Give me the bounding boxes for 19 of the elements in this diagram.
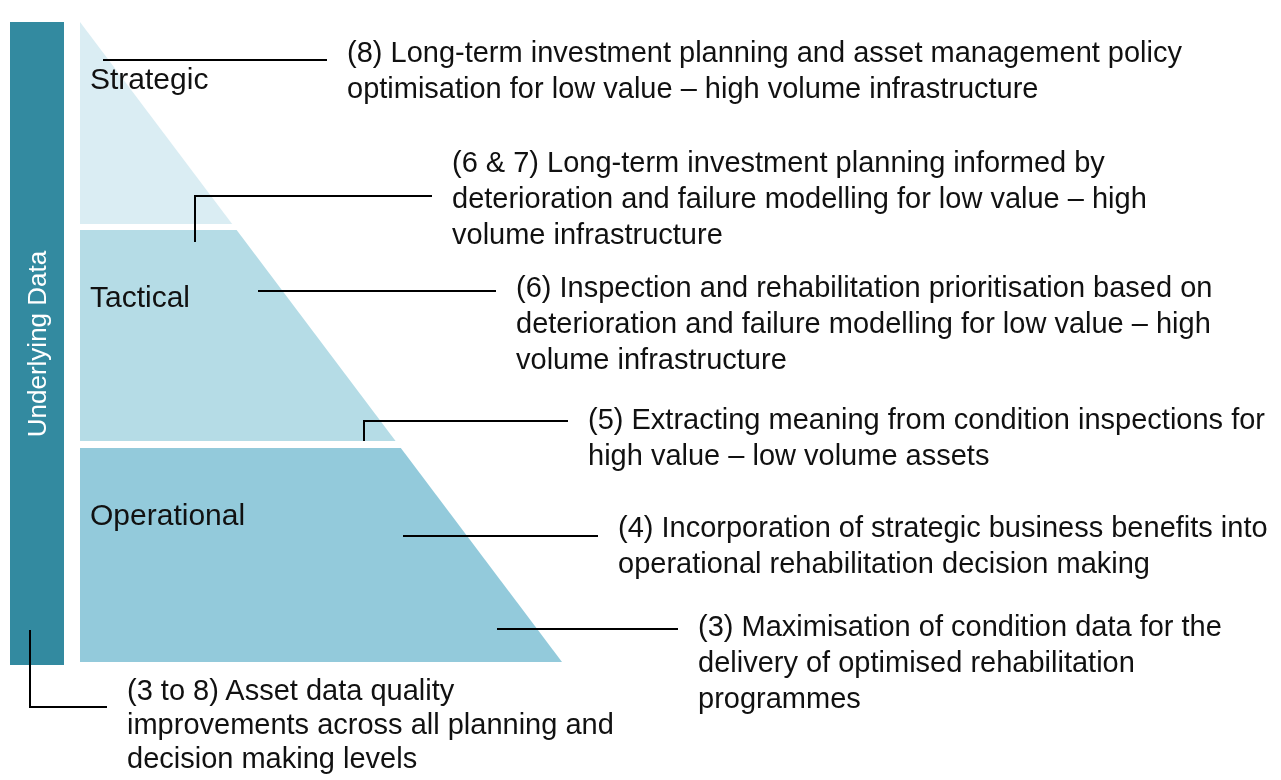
leader-line <box>402 535 599 537</box>
bar-label: Underlying Data <box>22 250 52 437</box>
leader-line <box>496 628 679 630</box>
tier-label: Tactical <box>90 282 191 312</box>
tier-label: Strategic <box>90 64 209 94</box>
leader-line <box>257 290 497 292</box>
callout-text: (6) Inspection and rehabilitation prioritisation based on deterioration and failure modelling for low value – high volume infrastructure <box>516 269 1276 377</box>
leader-line <box>29 629 108 708</box>
side-bar <box>10 22 64 665</box>
tier-label: Operational <box>90 500 246 530</box>
callout-text: (5) Extracting meaning from condition inspections for high value – low volume assets <box>588 401 1268 473</box>
callout-text: (4) Incorporation of strategic business benefits into operational rehabilitation decision making <box>618 509 1281 581</box>
leader-line <box>102 59 328 61</box>
leader-line <box>194 195 433 243</box>
callout-text: (3) Maximisation of condition data for the delivery of optimised rehabilitation programmes <box>698 608 1258 716</box>
callout-text: (3 to 8) Asset data quality improvements across all planning and decision making levels <box>127 673 617 775</box>
callout-text: (6 & 7) Long-term investment planning informed by deterioration and failure modelling for low value – high volume infrastructure <box>452 144 1242 252</box>
leader-line <box>363 420 569 442</box>
callout-text: (8) Long-term investment planning and asset management policy optimisation for low value – high volume infrastructure <box>347 34 1227 106</box>
